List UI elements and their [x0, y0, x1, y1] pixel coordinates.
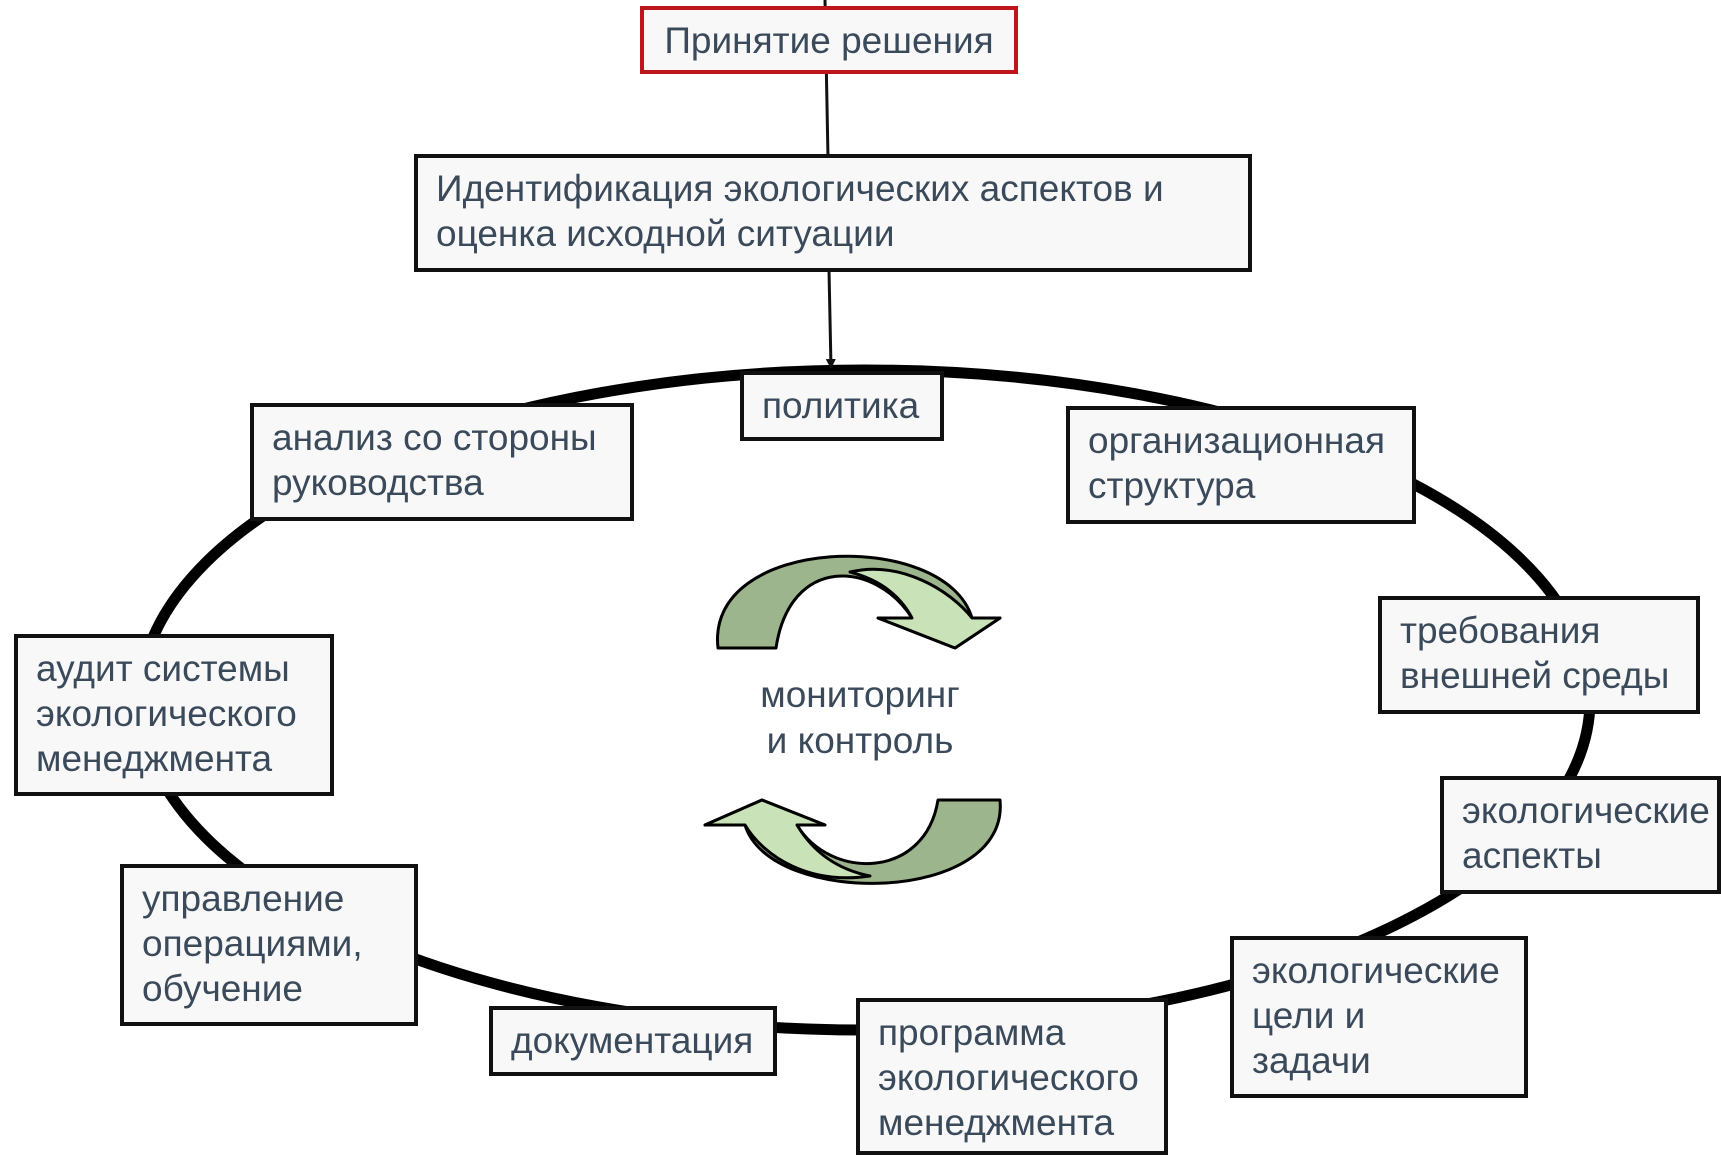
audit-box: аудит системы экологического менеджмента	[14, 634, 334, 796]
eco-goals-line-3: задачи	[1252, 1040, 1371, 1081]
audit-line-2: экологического	[36, 693, 297, 734]
management-review-line-1: анализ со стороны	[272, 417, 597, 458]
documentation-box: документация	[489, 1006, 777, 1076]
center-label-line-2: и контроль	[766, 720, 954, 761]
eco-aspects-line-1: экологические	[1462, 790, 1710, 831]
decision-box: Принятие решения	[640, 6, 1018, 74]
audit-line-1: аудит системы	[36, 648, 290, 689]
documentation-label: документация	[511, 1020, 754, 1061]
cycle-arrow-bottom	[703, 798, 1002, 885]
eco-program-box: программа экологического менеджмента	[856, 998, 1168, 1155]
eco-aspects-line-2: аспекты	[1462, 835, 1602, 876]
env-requirements-box: требования внешней среды	[1378, 596, 1700, 714]
eco-goals-box: экологические цели и задачи	[1230, 936, 1528, 1098]
eco-aspects-box: экологические аспекты	[1440, 776, 1721, 894]
env-requirements-line-2: внешней среды	[1400, 655, 1670, 696]
eco-goals-line-1: экологические	[1252, 950, 1500, 991]
org-structure-box: организационная структура	[1066, 406, 1416, 524]
env-requirements-line-1: требования	[1400, 610, 1601, 651]
identification-box: Идентификация экологических аспектов и о…	[414, 154, 1252, 272]
operations-box: управление операциями, обучение	[120, 864, 418, 1026]
operations-line-1: управление	[142, 878, 345, 919]
eco-program-line-2: экологического	[878, 1057, 1139, 1098]
eco-goals-line-2: цели и	[1252, 995, 1366, 1036]
arrow-identification-to-policy	[825, 269, 836, 369]
center-label: мониторинг и контроль	[710, 672, 1010, 764]
eco-program-line-1: программа	[878, 1012, 1066, 1053]
org-structure-line-1: организационная	[1088, 420, 1385, 461]
audit-line-3: менеджмента	[36, 738, 273, 779]
management-review-line-2: руководства	[272, 462, 484, 503]
operations-line-2: операциями,	[142, 923, 363, 964]
management-review-box: анализ со стороны руководства	[250, 403, 634, 521]
identification-line-2: оценка исходной ситуации	[436, 213, 895, 254]
eco-program-line-3: менеджмента	[878, 1102, 1115, 1143]
policy-label: политика	[762, 385, 920, 426]
policy-box: политика	[740, 371, 944, 441]
center-label-line-1: мониторинг	[760, 674, 960, 715]
cycle-arrow-top	[716, 554, 1002, 650]
org-structure-line-2: структура	[1088, 465, 1256, 506]
decision-label: Принятие решения	[664, 20, 994, 61]
identification-line-1: Идентификация экологических аспектов и	[436, 168, 1164, 209]
operations-line-3: обучение	[142, 968, 303, 1009]
